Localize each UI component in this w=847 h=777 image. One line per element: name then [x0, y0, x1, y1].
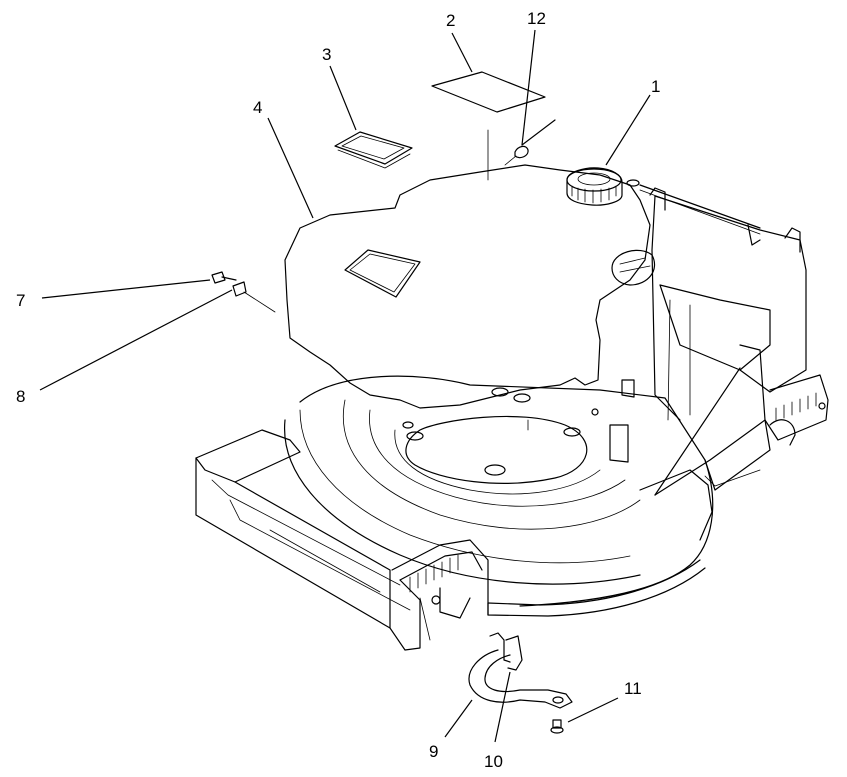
bail-bracket [468, 632, 573, 709]
rear-housing [609, 184, 829, 496]
leader-12 [521, 29, 536, 146]
mower-deck [283, 375, 714, 617]
fuel-line [504, 119, 556, 166]
front-bumper [195, 429, 489, 651]
leader-7 [41, 279, 211, 299]
callout-10: 10 [484, 752, 503, 771]
screw [550, 719, 564, 734]
leader-lines [39, 29, 651, 743]
leader-10 [494, 671, 511, 743]
leader-3 [329, 65, 357, 131]
callout-labels: 1 2 3 4 7 8 9 10 11 12 [16, 9, 660, 771]
engine [284, 129, 656, 484]
bolt-and-clip [211, 271, 276, 313]
fuel-cap [566, 167, 640, 206]
leader-1 [605, 94, 651, 166]
leader-8 [39, 289, 233, 391]
leader-9 [444, 699, 473, 738]
callout-9: 9 [429, 742, 438, 761]
callout-12: 12 [527, 9, 546, 28]
callout-7: 7 [16, 291, 25, 310]
leader-2 [451, 32, 473, 73]
decal [431, 71, 546, 113]
gasket [334, 131, 413, 169]
callout-8: 8 [16, 387, 25, 406]
callout-11: 11 [624, 679, 642, 698]
callout-3: 3 [322, 45, 331, 64]
callout-2: 2 [446, 11, 455, 30]
callout-4: 4 [253, 98, 262, 117]
leader-11 [567, 697, 619, 723]
leader-4 [267, 117, 314, 219]
callout-1: 1 [651, 77, 660, 96]
